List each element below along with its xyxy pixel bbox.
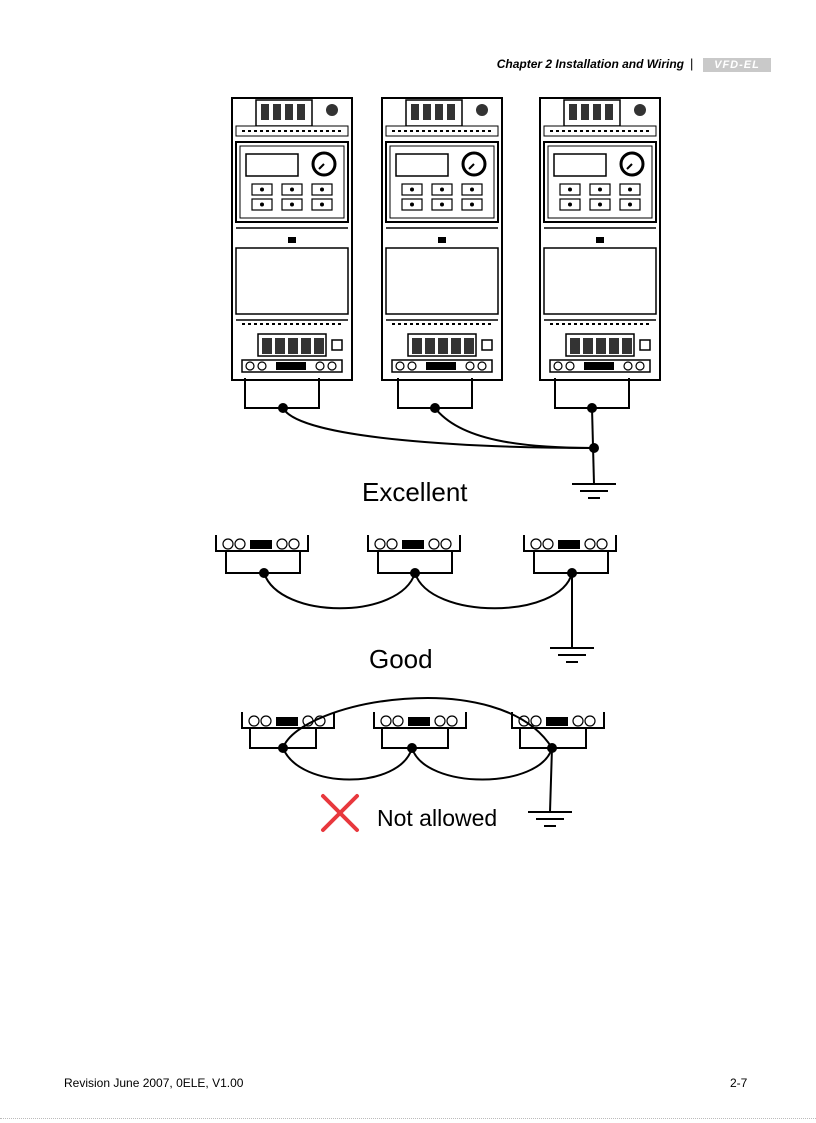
revision-note: Revision June 2007, 0ELE, V1.00	[64, 1076, 244, 1090]
ground-symbol-good	[549, 647, 595, 663]
terminal-strip-good-center	[367, 534, 461, 552]
terminal-strip-bad-center	[373, 711, 467, 729]
label-excellent: Excellent	[362, 477, 468, 507]
terminal-strip-good-left	[215, 534, 309, 552]
terminal-strip-bad-right	[511, 711, 605, 729]
vfd-drive-left	[230, 96, 354, 382]
vfd-el-logo: VFD-EL	[703, 58, 771, 72]
ground-symbol-not-allowed	[527, 811, 573, 827]
header-separator: |	[690, 56, 694, 71]
terminal-strip-good-right	[523, 534, 617, 552]
page-number: 2-7	[730, 1076, 748, 1090]
grounding-diagram: Excellent Good Not allowed	[215, 96, 662, 832]
vfd-drive-center	[380, 96, 504, 382]
label-not-allowed: Not allowed	[377, 805, 497, 831]
bottom-divider	[0, 1118, 816, 1119]
red-x-icon	[321, 794, 359, 832]
ground-symbol-excellent	[571, 483, 617, 499]
good-wiring	[225, 551, 609, 648]
vfd-drive-right	[538, 96, 662, 382]
terminal-strip-bad-left	[241, 711, 335, 729]
not-allowed-wiring	[249, 697, 587, 813]
page-header: Chapter 2 Installation and Wiring | VFD-…	[0, 56, 816, 76]
excellent-wiring	[244, 378, 630, 485]
label-good: Good	[369, 644, 433, 674]
chapter-title: Chapter 2 Installation and Wiring	[496, 57, 684, 71]
